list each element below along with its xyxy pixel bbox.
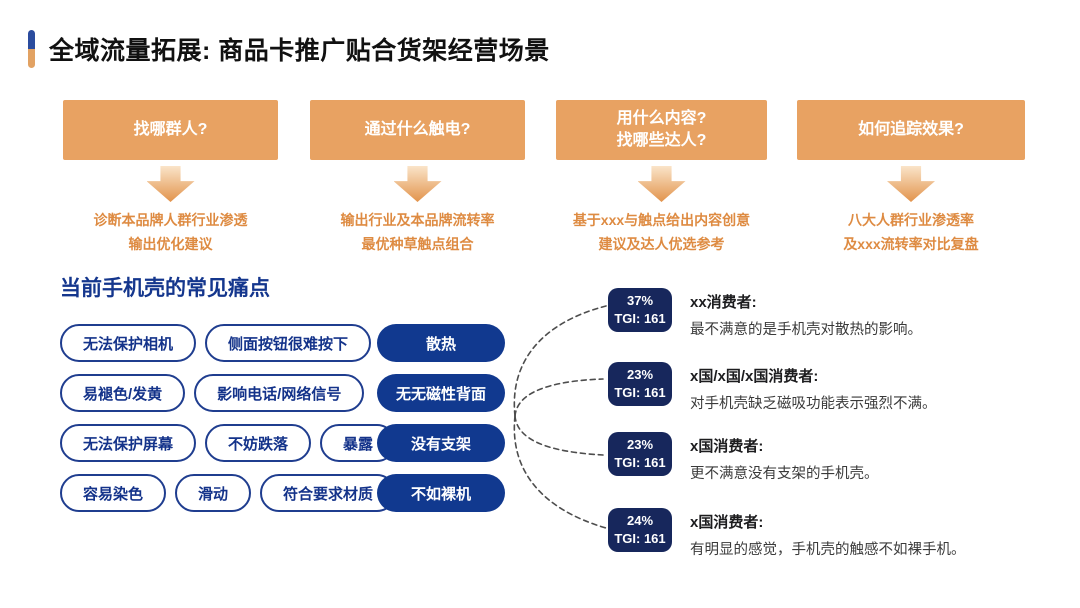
highlight-pill: 不如裸机: [377, 474, 505, 512]
step-question-line: 找哪群人?: [133, 121, 208, 139]
pain-point-pill: 不妨跌落: [205, 424, 312, 462]
step-detail: 输出行业及本品牌流转率 最优种草触点组合: [341, 209, 495, 257]
step-question-line: 用什么内容?: [616, 110, 707, 128]
pain-point-pill: 符合要求材质: [260, 474, 397, 512]
funnel-step: 用什么内容? 找哪些达人? 基于xxx与触点给出内容创意 建议及达人优选参考: [556, 100, 767, 257]
step-detail-line: 最优种草触点组合: [361, 235, 474, 252]
stat-tgi: TGI: 161: [614, 385, 666, 400]
page-title: 全域流量拓展: 商品卡推广贴合货架经营场景: [49, 37, 550, 65]
pain-point-pill: 易褪色/发黄: [60, 374, 186, 412]
insight-heading: xx消费者:: [690, 294, 757, 311]
title-accent-bar: [28, 30, 35, 68]
pain-point-pill: 无法保护屏幕: [60, 424, 197, 462]
stat-tgi: TGI: 161: [614, 455, 666, 470]
step-question-box: 通过什么触电?: [310, 100, 525, 160]
down-arrow-icon: [887, 166, 935, 202]
pain-point-row: 无法保护屏幕 不妨跌落 暴露: [60, 424, 397, 462]
pain-point-pill: 无法保护相机: [60, 324, 197, 362]
highlight-pill: 无无磁性背面: [377, 374, 505, 412]
step-question-box: 找哪群人?: [63, 100, 278, 160]
stat-badge: 23% TGI: 161: [608, 432, 672, 476]
stat-percent: 23%: [626, 436, 654, 452]
highlight-pill: 散热: [377, 324, 505, 362]
funnel-step: 如何追踪效果? 八大人群行业渗透率 及xxx流转率对比复盘: [797, 100, 1025, 257]
pain-point-pill: 影响电话/网络信号: [194, 374, 365, 412]
down-arrow-icon: [146, 166, 195, 202]
pain-point-row: 无法保护相机 侧面按钮很难按下: [60, 324, 372, 362]
insight-heading: x国消费者:: [690, 438, 764, 455]
step-detail-line: 及xxx流转率对比复盘: [843, 235, 979, 252]
insight-body: 最不满意的是手机壳对散热的影响。: [690, 322, 922, 338]
pain-point-row: 容易染色 滑动 符合要求材质: [60, 474, 397, 512]
step-detail-line: 八大人群行业渗透率: [847, 212, 974, 228]
pain-point-pill: 侧面按钮很难按下: [205, 324, 372, 362]
step-detail-line: 基于xxx与触点给出内容创意: [572, 212, 751, 228]
funnel-step: 通过什么触电? 输出行业及本品牌流转率 最优种草触点组合: [310, 100, 525, 257]
step-detail-line: 输出优化建议: [128, 235, 213, 252]
insight: x国/x国/x国消费者: 对手机壳缺乏磁吸功能表示强烈不满。: [690, 365, 1070, 413]
stat-badge: 24% TGI: 161: [608, 508, 672, 552]
section-title: 当前手机壳的常见痛点: [60, 277, 270, 300]
insight: x国消费者: 有明显的感觉，手机壳的触感不如裸手机。: [690, 511, 1070, 559]
stat-badge: 37% TGI: 161: [608, 288, 672, 332]
funnel-step: 找哪群人? 诊断本品牌人群行业渗透 输出优化建议: [63, 100, 278, 257]
insight-body: 更不满意没有支架的手机壳。: [690, 466, 879, 482]
stat-badge: 23% TGI: 161: [608, 362, 672, 406]
step-question-box: 用什么内容? 找哪些达人?: [556, 100, 767, 160]
pain-point-row: 易褪色/发黄 影响电话/网络信号: [60, 374, 365, 412]
step-question-box: 如何追踪效果?: [797, 100, 1025, 160]
stat-tgi: TGI: 161: [614, 531, 666, 546]
step-question-line: 如何追踪效果?: [858, 121, 964, 139]
pain-point-pill: 容易染色: [60, 474, 167, 512]
stat-tgi: TGI: 161: [614, 311, 666, 326]
step-detail-line: 建议及达人优选参考: [598, 235, 725, 252]
step-question-line: 通过什么触电?: [364, 121, 471, 139]
down-arrow-icon: [637, 166, 686, 202]
step-detail: 八大人群行业渗透率 及xxx流转率对比复盘: [843, 209, 978, 257]
step-detail: 诊断本品牌人群行业渗透 输出优化建议: [94, 209, 248, 257]
header: 全域流量拓展: 商品卡推广贴合货架经营场景: [28, 30, 550, 68]
highlight-pill: 没有支架: [377, 424, 505, 462]
step-detail-line: 诊断本品牌人群行业渗透: [93, 212, 248, 228]
step-detail-line: 输出行业及本品牌流转率: [340, 212, 495, 228]
insight: x国消费者: 更不满意没有支架的手机壳。: [690, 435, 1070, 483]
insight-heading: x国/x国/x国消费者:: [690, 368, 819, 385]
insight-body: 对手机壳缺乏磁吸功能表示强烈不满。: [690, 396, 937, 412]
insight: xx消费者: 最不满意的是手机壳对散热的影响。: [690, 291, 1070, 339]
step-question-line: 找哪些达人?: [616, 132, 707, 149]
down-arrow-icon: [393, 166, 442, 202]
step-detail: 基于xxx与触点给出内容创意 建议及达人优选参考: [573, 209, 750, 257]
insight-body: 有明显的感觉，手机壳的触感不如裸手机。: [690, 542, 966, 558]
insight-heading: x国消费者:: [690, 514, 764, 531]
stat-percent: 37%: [626, 292, 654, 308]
pain-point-pill: 滑动: [175, 474, 252, 512]
stat-percent: 24%: [626, 512, 654, 528]
stat-percent: 23%: [626, 366, 654, 382]
